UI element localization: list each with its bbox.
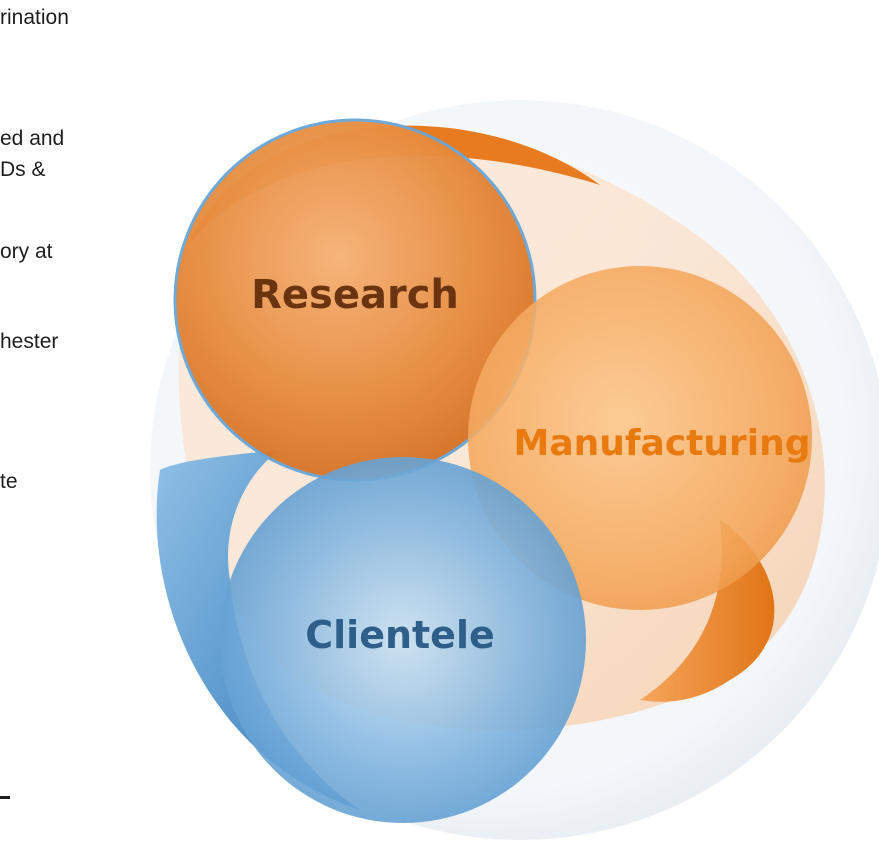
text-fragment-5: hester [0,330,59,353]
blue-swoosh [156,450,360,810]
text-fragment-6: te [0,470,18,493]
left-text-column: rination ed and Ds & ory at hester te [0,0,200,855]
clientele-circle [220,457,586,823]
text-fragment-1: rination [0,6,69,29]
text-fragment-4: ory at [0,240,53,263]
manufacturing-circle [468,266,812,610]
text-fragment-2: ed and [0,127,65,150]
manufacturing-label: Manufacturing [514,423,811,464]
text-fragment-3: Ds & [0,158,46,181]
divider-dash [0,796,10,799]
clientele-label: Clientele [305,613,495,657]
research-label: Research [251,272,459,318]
